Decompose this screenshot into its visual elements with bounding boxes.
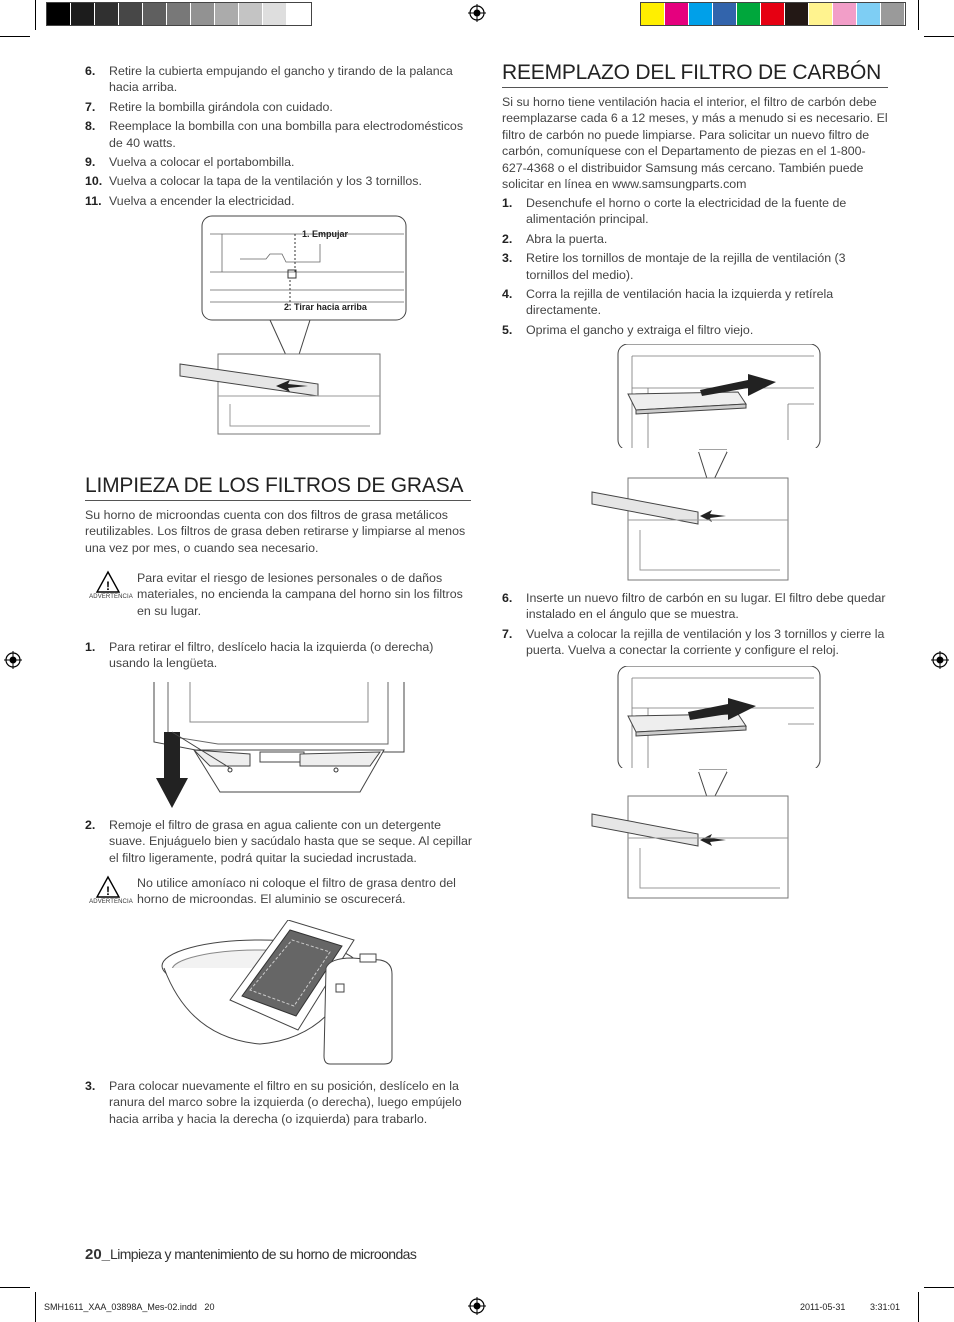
list-item: 7.Vuelva a colocar la rejilla de ventila… — [502, 626, 885, 658]
gray-swatch — [239, 3, 263, 25]
registration-mark-icon — [468, 1297, 486, 1315]
registration-mark-icon — [4, 651, 22, 669]
charcoal-steps-continued: 6.Inserte un nuevo filtro de carbón en s… — [502, 590, 888, 662]
warning-icon: ! — [95, 875, 121, 898]
charcoal-filter-title: REEMPLAZO DEL FILTRO DE CARBÓN — [502, 61, 888, 88]
gray-swatch — [143, 3, 167, 25]
print-time: 3:31:01 — [870, 1302, 901, 1312]
color-swatch — [881, 3, 905, 25]
list-item: 3.Retire los tornillos de montaje de la … — [502, 251, 846, 282]
filter-soaking-illustration — [161, 920, 393, 1065]
charcoal-steps: 1.Desenchufe el horno o corte la electri… — [502, 195, 888, 341]
crop-mark — [918, 1292, 919, 1322]
gray-swatch — [287, 3, 311, 25]
gray-swatch — [47, 3, 71, 25]
color-swatch — [809, 3, 833, 25]
color-swatch — [761, 3, 785, 25]
gray-swatch — [119, 3, 143, 25]
charcoal-filter-removal-illustration — [591, 344, 821, 581]
grayscale-color-bar — [46, 2, 312, 26]
gray-swatch — [95, 3, 119, 25]
gray-swatch — [191, 3, 215, 25]
list-item: 6.Retire la cubierta empujando el gancho… — [85, 64, 453, 95]
file-name: SMH1611_XAA_03898A_Mes-02.indd 20 — [44, 1302, 215, 1312]
section-name: Limpieza y mantenimiento de su horno de … — [110, 1246, 417, 1262]
list-item: 2.Abra la puerta. — [502, 231, 608, 246]
color-swatch — [857, 3, 881, 25]
registration-mark-icon — [931, 651, 949, 669]
crop-mark — [35, 1292, 36, 1322]
gray-swatch — [263, 3, 287, 25]
page-number: 20_ — [85, 1246, 111, 1263]
warning-label: ADVERTENCIA — [89, 594, 133, 600]
warning-text: No utilice amoníaco ni coloque el filtro… — [137, 876, 456, 907]
svg-text:!: ! — [106, 579, 110, 593]
color-swatch — [641, 3, 665, 25]
warning-label: ADVERTENCIA — [89, 899, 133, 905]
crop-mark — [0, 1287, 30, 1288]
list-item: 3.Para colocar nuevamente el filtro en s… — [85, 1079, 462, 1126]
svg-text:!: ! — [106, 884, 110, 898]
crop-mark — [924, 1287, 954, 1288]
list-item: 9.Vuelva a colocar el portabombilla. — [85, 155, 295, 170]
callout-pull-up: 2. Tirar hacia arriba — [284, 302, 368, 312]
grease-filter-title: LIMPIEZA DE LOS FILTROS DE GRASA — [85, 474, 471, 501]
list-item: 5.Oprima el gancho y extraiga el filtro … — [502, 322, 754, 337]
warning-text: Para evitar el riesgo de lesiones person… — [137, 571, 463, 618]
grease-step-1: 1.Para retirar el filtro, deslícelo haci… — [85, 639, 470, 675]
color-swatch — [785, 3, 809, 25]
gray-swatch — [215, 3, 239, 25]
list-item: 4.Corra la rejilla de ventilación hacia … — [502, 287, 834, 318]
color-swatch — [689, 3, 713, 25]
crop-mark — [918, 0, 919, 30]
warning-icon: ! — [95, 570, 121, 593]
list-item: 8.Reemplace la bombilla con una bombilla… — [85, 119, 464, 150]
grease-step-3: 3.Para colocar nuevamente el filtro en s… — [85, 1078, 473, 1130]
list-item: 2.Remoje el filtro de grasa en agua cali… — [85, 818, 473, 865]
gray-swatch — [167, 3, 191, 25]
warning-block: ! ADVERTENCIA No utilice amoníaco ni col… — [85, 875, 473, 911]
list-item: 1.Para retirar el filtro, deslícelo haci… — [85, 640, 434, 671]
list-item: 6.Inserte un nuevo filtro de carbón en s… — [502, 591, 886, 622]
warning-block: ! ADVERTENCIA Para evitar el riesgo de l… — [85, 570, 473, 622]
color-swatch — [713, 3, 737, 25]
color-swatch — [833, 3, 857, 25]
grease-step-2: 2.Remoje el filtro de grasa en agua cali… — [85, 817, 473, 869]
crop-mark — [35, 0, 36, 30]
light-replacement-steps: 6.Retire la cubierta empujando el gancho… — [85, 63, 470, 212]
gray-swatch — [71, 3, 95, 25]
registration-mark-icon — [468, 4, 486, 22]
filter-removal-illustration — [153, 682, 405, 808]
list-item: 11.Vuelva a encender la electricidad. — [85, 193, 295, 208]
grease-filter-intro: Su horno de microondas cuenta con dos fi… — [85, 508, 466, 555]
list-item: 7.Retire la bombilla girándola con cuida… — [85, 99, 333, 114]
charcoal-filter-intro: Si su horno tiene ventilación hacia el i… — [502, 95, 888, 192]
crop-mark — [924, 36, 954, 37]
callout-push: 1. Empujar — [302, 229, 349, 239]
color-swatch — [665, 3, 689, 25]
crop-mark — [0, 36, 30, 37]
light-cover-illustration: 1. Empujar 2. Tirar hacia arriba — [179, 215, 407, 435]
charcoal-filter-insert-illustration — [591, 666, 821, 899]
list-item: 1.Desenchufe el horno o corte la electri… — [502, 196, 847, 227]
page-footer: 20_Limpieza y mantenimiento de su horno … — [85, 1246, 485, 1263]
process-color-bar — [640, 2, 906, 26]
print-date: 2011-05-31 — [800, 1302, 846, 1312]
list-item: 10.Vuelva a colocar la tapa de la ventil… — [85, 174, 422, 189]
color-swatch — [737, 3, 761, 25]
